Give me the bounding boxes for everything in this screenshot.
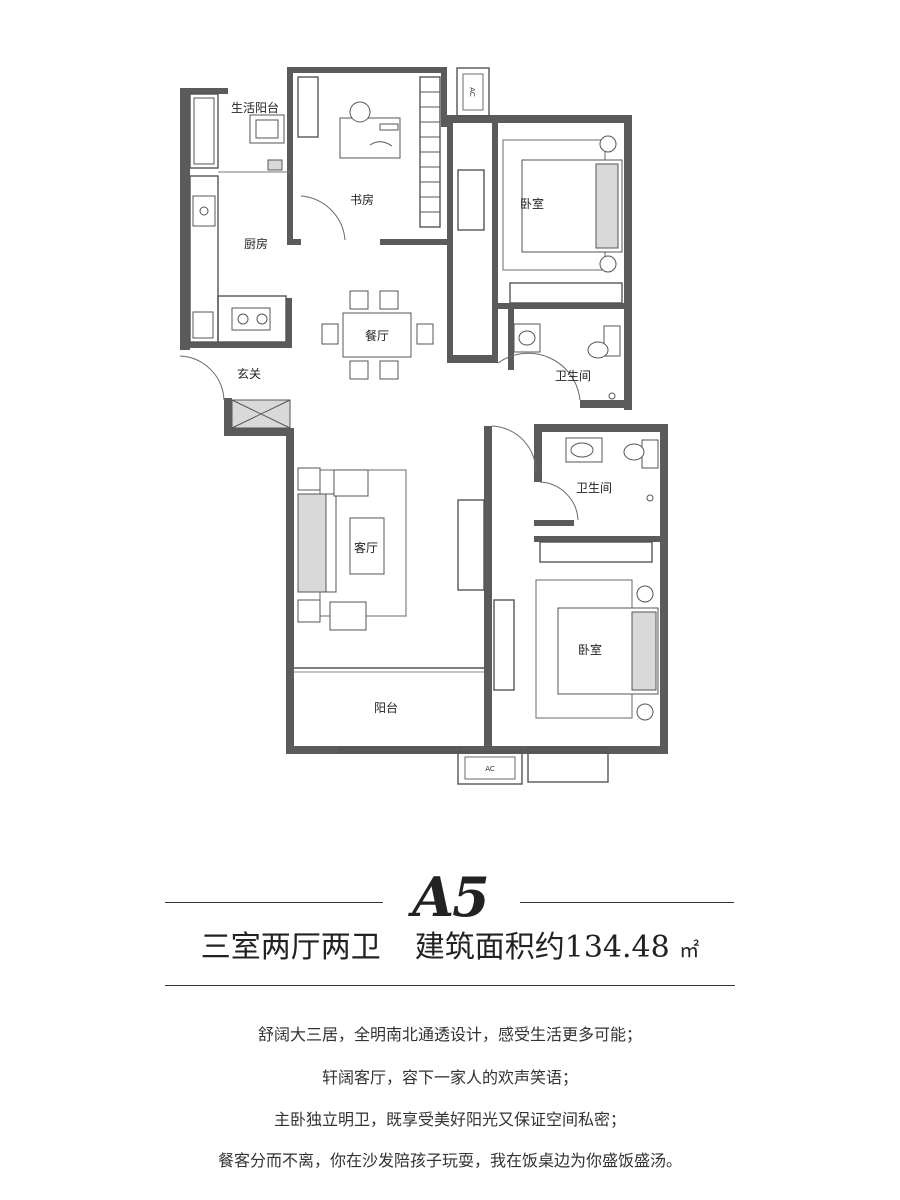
label-bedroom-north: 卧室 bbox=[520, 196, 544, 211]
label-utility-balcony: 生活阳台 bbox=[231, 100, 279, 115]
room-labels: 生活阳台 书房 厨房 餐厅 玄关 卧室 卫生间 卫生间 客厅 卧室 阳台 AC … bbox=[231, 87, 612, 773]
area-unit: ㎡ bbox=[679, 938, 700, 962]
label-dining: 餐厅 bbox=[365, 328, 389, 343]
label-living: 客厅 bbox=[354, 540, 378, 555]
area-value: 134.48 bbox=[564, 930, 670, 965]
study-furniture bbox=[297, 76, 441, 241]
label-entrance: 玄关 bbox=[237, 366, 261, 381]
ac-label-north: AC bbox=[468, 87, 476, 97]
rule-right bbox=[520, 902, 734, 903]
label-bathroom-south: 卫生间 bbox=[576, 481, 612, 495]
kitchen-area bbox=[189, 93, 290, 343]
dining-furniture bbox=[179, 290, 434, 401]
rule-bottom bbox=[165, 985, 735, 986]
label-kitchen: 厨房 bbox=[244, 236, 268, 251]
walls bbox=[180, 67, 668, 785]
unit-layout: 三室两厅两卫 bbox=[200, 930, 381, 965]
description-line-3: 主卧独立明卫，既享受美好阳光又保证空间私密； bbox=[273, 1110, 626, 1129]
label-bedroom-south: 卧室 bbox=[578, 642, 602, 657]
description-line-4: 餐客分而不离，你在沙发陪孩子玩耍，我在饭桌边为你盛饭盛汤。 bbox=[217, 1151, 682, 1170]
area-label: 建筑面积约 bbox=[414, 930, 565, 965]
description-line-1: 舒阔大三居，全明南北通透设计，感受生活更多可能； bbox=[257, 1025, 642, 1044]
floor-plan: 生活阳台 书房 厨房 餐厅 玄关 卧室 卫生间 卫生间 客厅 卧室 阳台 AC … bbox=[179, 67, 668, 785]
bedroom-north-furniture bbox=[457, 135, 623, 401]
ac-label-south: AC bbox=[485, 765, 495, 773]
label-study: 书房 bbox=[350, 192, 374, 207]
unit-summary: 三室两厅两卫建筑面积约134.48 ㎡ bbox=[0, 926, 900, 972]
label-balcony: 阳台 bbox=[374, 700, 398, 715]
bedroom-south-furniture bbox=[493, 437, 659, 721]
rule-left bbox=[165, 902, 383, 903]
living-furniture bbox=[297, 425, 537, 631]
label-bathroom-north: 卫生间 bbox=[555, 369, 591, 383]
description-line-2: 轩阔客厅，容下一家人的欢声笑语； bbox=[321, 1068, 578, 1087]
unit-model: A5 bbox=[412, 865, 489, 929]
